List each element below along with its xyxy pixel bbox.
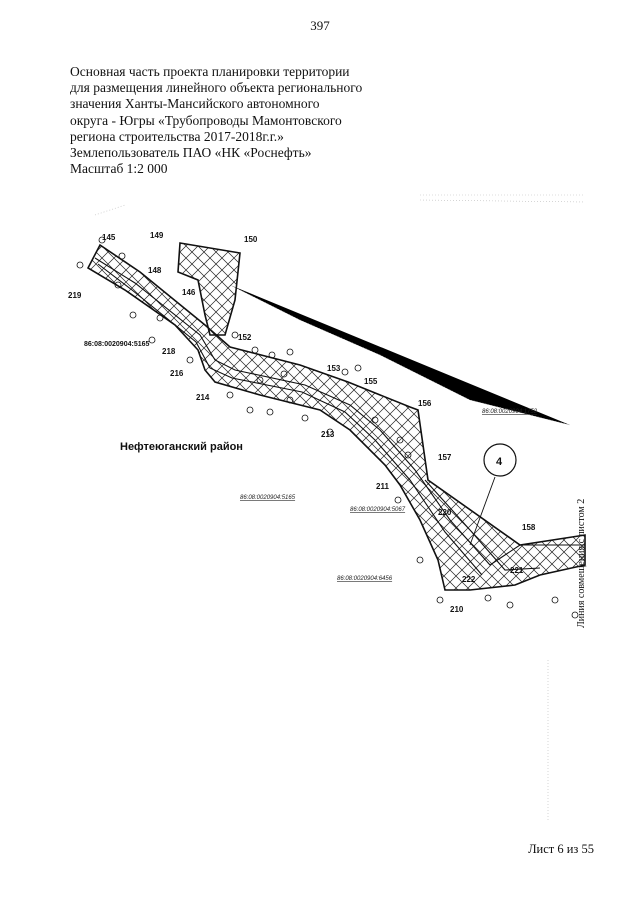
point-label: 146 [182,288,196,297]
header-line: региона строительства 2017-2018г.г.» [70,128,284,144]
point-label: 149 [150,231,164,240]
point-label: 148 [148,266,162,275]
point-label: 157 [438,453,452,462]
parcel-number: 86:08:0020904:5067 [350,507,406,513]
point-label: 216 [170,369,184,378]
parcel-numbers: 86:08:0020904:1752 86:08:0020904:5165 86… [84,341,538,582]
point-label: 210 [450,605,464,614]
header-line: значения Ханты-Мансийского автономного [70,96,320,112]
header-line: округа - Югры «Трубопроводы Мамонтовског… [70,112,342,128]
point-label: 213 [321,430,335,439]
pipeline-lines [94,257,585,576]
sheet-join-label: Линия совмещения с листом 2 [576,499,587,628]
point-label: 220 [438,508,452,517]
header-line: для размещения линейного объекта региона… [70,80,363,96]
corridor [86,242,586,591]
header-line: Основная часть проекта планировки террит… [70,64,350,79]
point-label: 211 [376,482,389,491]
sheet-footer: Лист 6 из 55 [528,842,594,856]
sheet-marker: 4 [469,443,517,546]
point-label: 222 [462,575,476,584]
point-label: 156 [418,399,432,408]
terrain-markers [76,236,579,619]
parcel-number: 86:08:0020904:5165 [240,495,296,501]
parcel-number: 86:08:0020904:1752 [482,409,538,415]
point-labels: 145 149 150 148 146 219 152 218 216 214 … [68,231,536,614]
point-label: 158 [522,523,536,532]
page-number: 397 [310,18,330,33]
point-label: 214 [196,393,210,402]
point-label: 221 [510,566,524,575]
point-label: 218 [162,347,176,356]
background-speckle [94,194,586,820]
region-label: Нефтеюганский район [120,441,243,453]
point-label: 153 [327,364,341,373]
document-header: Основная часть проекта планировки террит… [70,64,370,177]
sheet-number: 4 [496,456,503,468]
point-label: 155 [364,377,378,386]
parcel-number: 86:08:0020904:6456 [337,576,393,582]
point-label: 150 [244,235,258,244]
header-line: Масштаб 1:2 000 [70,161,168,177]
point-label: 219 [68,291,82,300]
parcel-number: 86:08:0020904:5165 [84,341,149,348]
header-line: Землепользователь ПАО «НК «Роснефть» [70,145,312,161]
point-label: 145 [102,233,116,242]
point-label: 152 [238,333,252,342]
